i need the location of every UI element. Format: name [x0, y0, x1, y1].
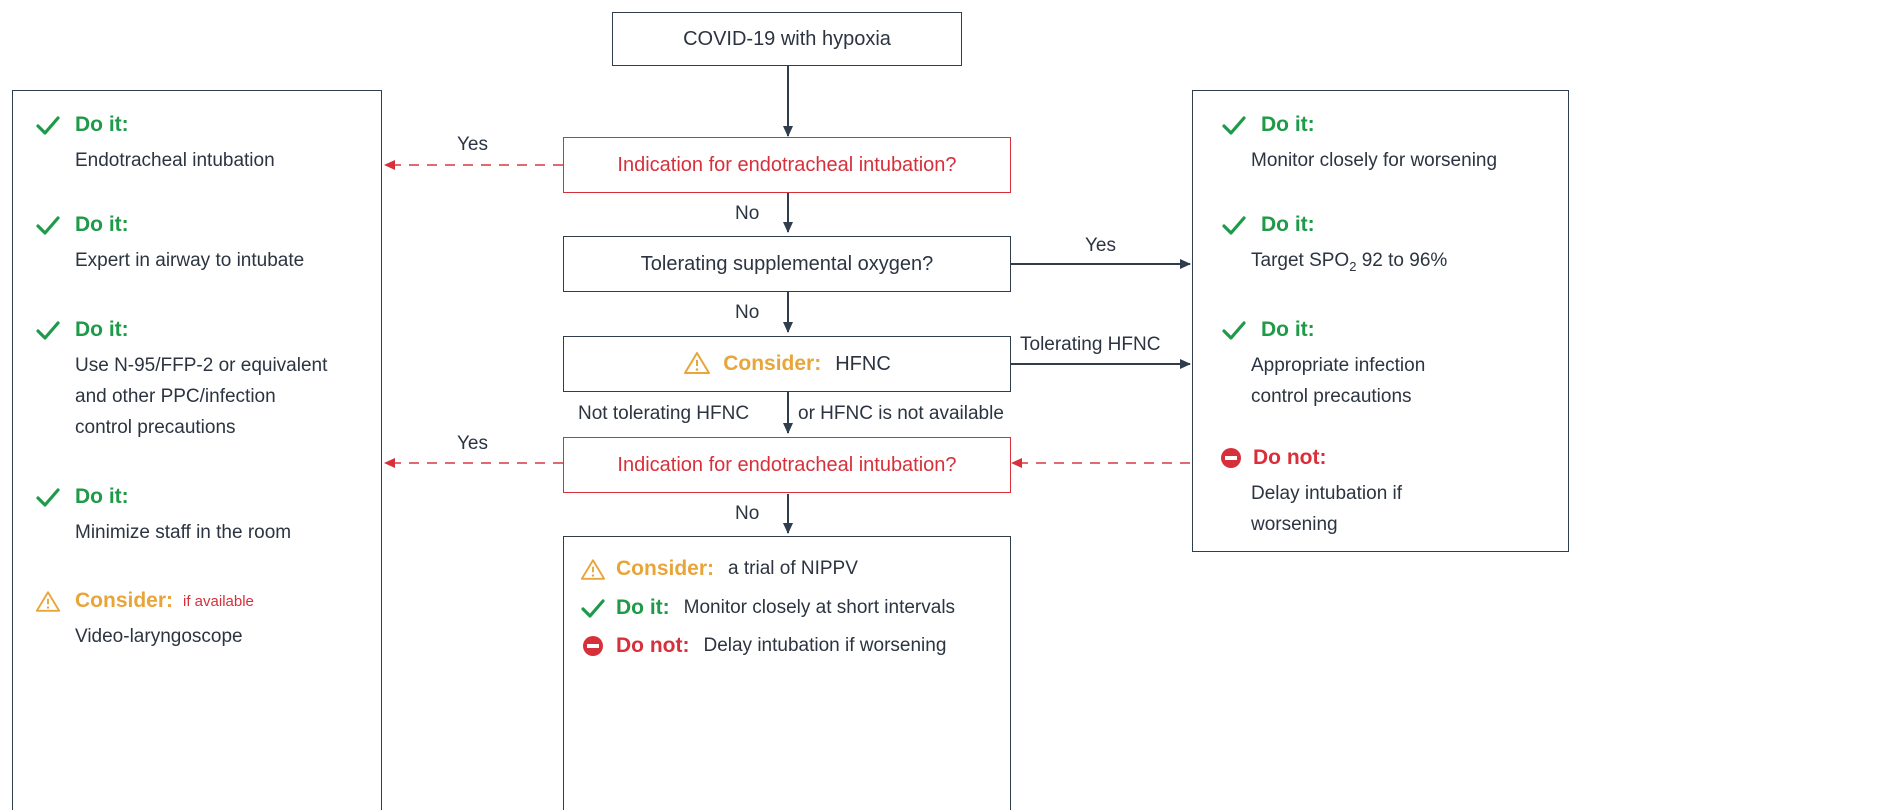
- start-label: COVID-19 with hypoxia: [683, 27, 891, 50]
- edge-label-no-q1: No: [735, 203, 760, 224]
- do-label: Do it:: [75, 213, 129, 236]
- donot-label: Do not:: [616, 634, 690, 657]
- left-item-5: Consider: if available Video-laryngoscop…: [33, 589, 381, 653]
- edge-label-not-tolerating: Not tolerating HFNC: [578, 403, 750, 425]
- question-label: Tolerating supplemental oxygen?: [640, 252, 934, 275]
- do-label: Do it:: [75, 318, 129, 341]
- nippv-box: Consider: a trial of NIPPV Do it: Monito…: [563, 536, 1011, 810]
- do-heading: Do it:: [33, 213, 381, 237]
- item-text: Expert in airway to intubate: [75, 250, 305, 271]
- left-item-3: Do it: Use N-95/FFP-2 or equivalent and …: [33, 318, 381, 444]
- nippv-do-row: Do it: Monitor closely at short interval…: [580, 596, 955, 620]
- left-item-2: Do it: Expert in airway to intubate: [33, 213, 381, 277]
- donot-label: Do not:: [1253, 446, 1327, 469]
- consider-text: a trial of NIPPV: [728, 558, 858, 579]
- item-text: Use N-95/FFP-2 or equivalent and other P…: [75, 355, 328, 438]
- edge-label-no-q3: No: [735, 503, 760, 524]
- do-heading: Do it:: [1219, 213, 1568, 237]
- edge-label-tolerating-hfnc: Tolerating HFNC: [1020, 334, 1161, 355]
- item-text: Delay intubation if worsening: [1251, 483, 1403, 535]
- left-item-4: Do it: Minimize staff in the room: [33, 485, 381, 549]
- left-panel-intubation: Do it: Endotracheal intubation Do it: Ex…: [12, 90, 382, 810]
- do-heading: Do it:: [33, 318, 381, 342]
- right-item-2: Do it: Target SPO2 92 to 96%: [1219, 213, 1568, 277]
- do-label: Do it:: [1261, 213, 1315, 236]
- nippv-donot-row: Do not: Delay intubation if worsening: [580, 634, 946, 658]
- target-range: 92 to 96%: [1356, 250, 1448, 271]
- check-icon: [580, 596, 606, 620]
- consider-hfnc-box: Consider: HFNC: [563, 336, 1011, 392]
- do-heading: Do it:: [1219, 318, 1568, 342]
- question-label: Indication for endotracheal intubation?: [617, 453, 957, 476]
- right-item-1: Do it: Monitor closely for worsening: [1219, 113, 1568, 177]
- item-text: Minimize staff in the room: [75, 522, 292, 543]
- target-text: Target SPO: [1251, 250, 1350, 271]
- check-icon: [33, 113, 63, 137]
- do-label: Do it:: [1261, 113, 1315, 136]
- item-text: Monitor closely for worsening: [1251, 150, 1498, 171]
- no-entry-icon: [1219, 446, 1243, 470]
- donot-heading: Do not:: [1219, 446, 1568, 470]
- check-icon: [1219, 113, 1249, 137]
- edge-label-yes-q1: Yes: [457, 134, 488, 156]
- right-item-3: Do it: Appropriate infection control pre…: [1219, 318, 1568, 413]
- edge-label-yes-q2: Yes: [1085, 235, 1116, 256]
- start-box: COVID-19 with hypoxia: [612, 12, 962, 66]
- left-item-1: Do it: Endotracheal intubation: [33, 113, 381, 177]
- consider-text: HFNC: [835, 352, 891, 375]
- item-text: Appropriate infection control precaution…: [1251, 355, 1426, 407]
- consider-label: Consider:: [723, 352, 822, 375]
- no-entry-icon: [580, 634, 606, 658]
- do-label: Do it:: [75, 113, 129, 136]
- item-text: Target SPO2 92 to 96%: [1251, 246, 1568, 277]
- warning-triangle-icon: [683, 351, 713, 377]
- check-icon: [33, 485, 63, 509]
- do-heading: Do it:: [33, 485, 381, 509]
- check-icon: [1219, 318, 1249, 342]
- check-icon: [33, 213, 63, 237]
- do-heading: Do it:: [1219, 113, 1568, 137]
- edge-label-yes-q3: Yes: [457, 433, 488, 455]
- question-intubation-1: Indication for endotracheal intubation?: [563, 137, 1011, 193]
- consider-label: Consider:: [616, 557, 715, 580]
- edge-label-no-q2: No: [735, 302, 760, 323]
- check-icon: [1219, 213, 1249, 237]
- do-heading: Do it:: [33, 113, 381, 137]
- question-intubation-2: Indication for endotracheal intubation?: [563, 437, 1011, 493]
- right-item-4: Do not: Delay intubation if worsening: [1219, 446, 1568, 541]
- nippv-consider-row: Consider: a trial of NIPPV: [580, 557, 858, 581]
- item-text: Video-laryngoscope: [75, 626, 243, 647]
- consider-heading: Consider: if available: [33, 589, 381, 613]
- consider-label: Consider:: [75, 589, 174, 612]
- item-text: Endotracheal intubation: [75, 150, 275, 171]
- warning-triangle-icon: [580, 557, 606, 581]
- consider-condition: if available: [183, 592, 254, 610]
- edge-label-not-available: or HFNC is not available: [798, 403, 1004, 425]
- check-icon: [33, 318, 63, 342]
- do-label: Do it:: [1261, 318, 1315, 341]
- target-subscript: 2: [1349, 258, 1357, 274]
- question-label: Indication for endotracheal intubation?: [617, 153, 957, 176]
- do-label: Do it:: [75, 485, 129, 508]
- do-label: Do it:: [616, 596, 670, 619]
- right-panel-oxygen: Do it: Monitor closely for worsening Do …: [1192, 90, 1569, 552]
- warning-triangle-icon: [33, 589, 63, 613]
- donot-text: Delay intubation if worsening: [703, 635, 947, 656]
- do-text: Monitor closely at short intervals: [683, 597, 956, 618]
- question-supplemental-oxygen: Tolerating supplemental oxygen?: [563, 236, 1011, 292]
